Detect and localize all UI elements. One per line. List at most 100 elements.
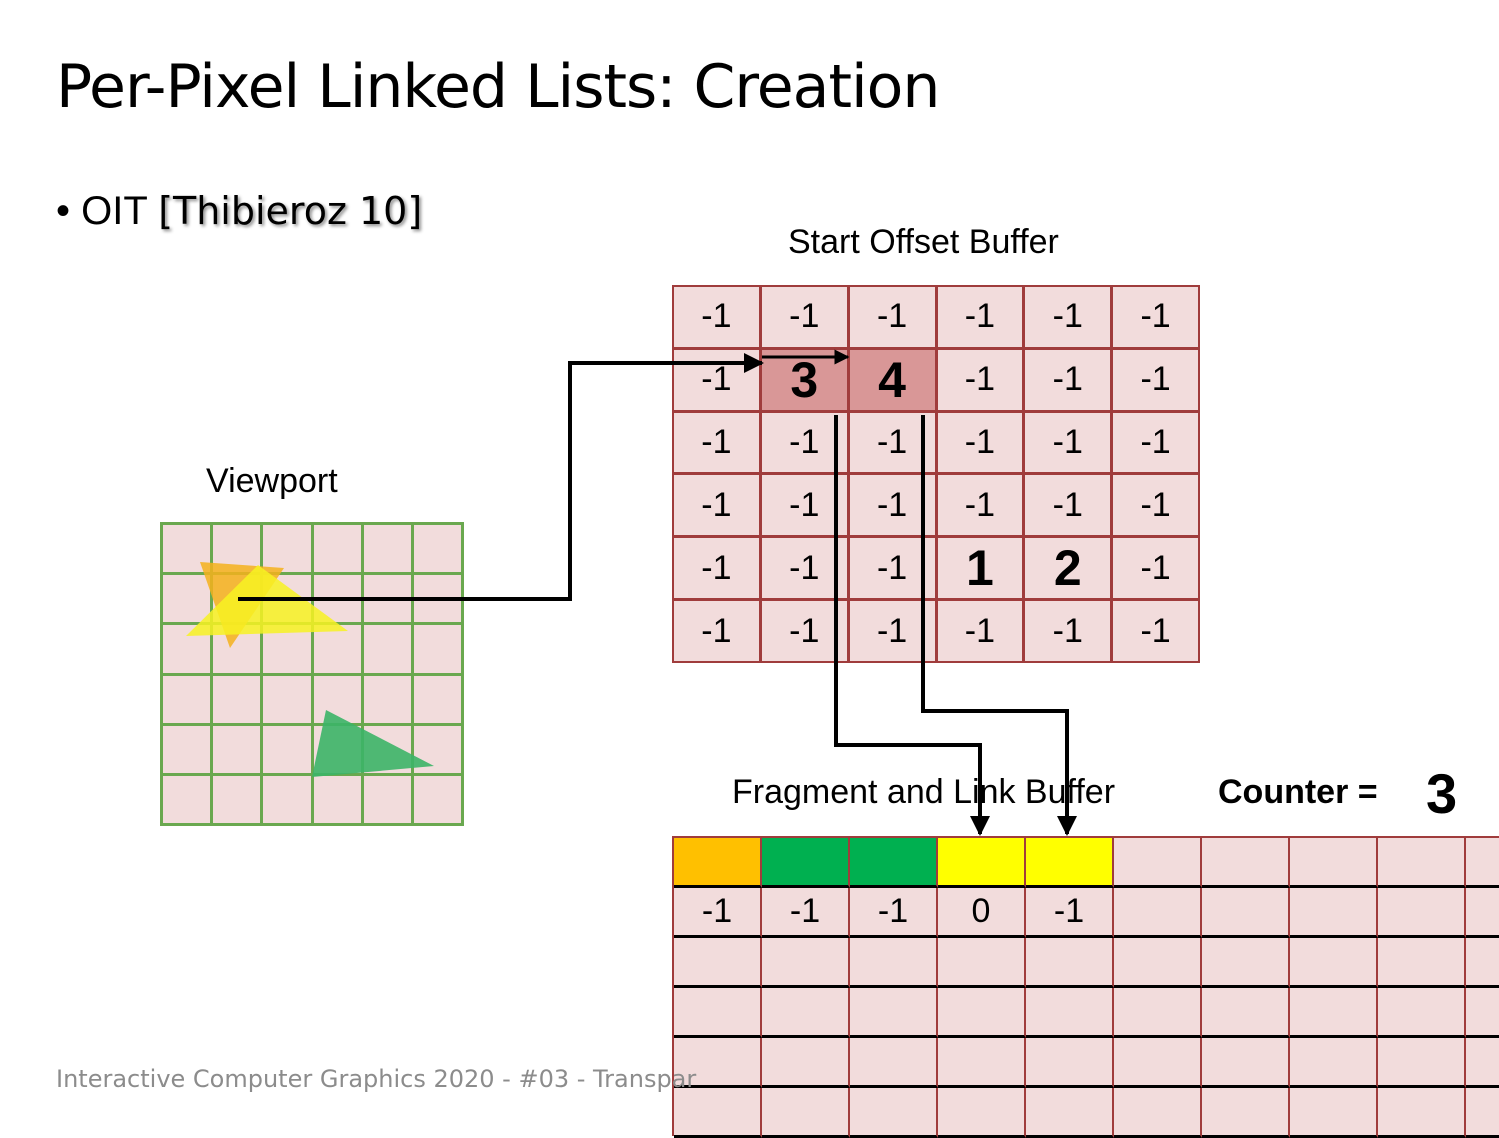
- fragment-color-cell: [1378, 838, 1466, 888]
- counter-label: Counter =: [1218, 773, 1378, 811]
- fragment-color-cell: [762, 838, 850, 888]
- viewport-pixel: [313, 575, 361, 623]
- fragment-empty-cell: [1378, 988, 1466, 1038]
- bullet-item: • OIT [Thibieroz 10]: [56, 189, 423, 233]
- fragment-empty-cell: [1026, 988, 1114, 1038]
- fragment-color-cell: [850, 838, 938, 888]
- offset-cell: -1: [674, 475, 759, 536]
- offset-cell: 1: [937, 538, 1023, 599]
- offset-cell: -1: [849, 475, 935, 536]
- fragment-empty-cell: [1290, 938, 1378, 988]
- fragment-link-cell: -1: [762, 888, 850, 938]
- viewport-pixel: [263, 725, 311, 773]
- viewport-pixel: [163, 625, 211, 673]
- fragment-empty-cell: [1202, 938, 1290, 988]
- fragment-empty-cell: [850, 938, 938, 988]
- fragment-empty-cell: [674, 938, 762, 988]
- counter-value: 3: [1426, 762, 1458, 825]
- viewport-pixel: [213, 625, 261, 673]
- viewport-pixel: [313, 725, 361, 773]
- fragment-empty-cell: [1202, 988, 1290, 1038]
- viewport-pixel: [313, 775, 361, 823]
- fragment-empty-cell: [850, 1088, 938, 1138]
- fragment-empty-cell: [1466, 1088, 1499, 1138]
- offset-cell: -1: [1025, 349, 1111, 410]
- fragment-link-cell: [1114, 888, 1202, 938]
- fragment-empty-cell: [1026, 1088, 1114, 1138]
- viewport-pixel: [163, 725, 211, 773]
- offset-cell: -1: [1113, 475, 1198, 536]
- viewport-label: Viewport: [206, 462, 338, 500]
- fragment-empty-cell: [1026, 1038, 1114, 1088]
- offset-cell: -1: [1113, 287, 1198, 347]
- offset-cell: -1: [761, 287, 847, 347]
- fragment-link-cell: [1202, 888, 1290, 938]
- fragment-empty-cell: [1290, 988, 1378, 1038]
- fragment-empty-cell: [1378, 938, 1466, 988]
- fragment-empty-cell: [674, 1038, 762, 1088]
- fragment-empty-cell: [1290, 1088, 1378, 1138]
- fragment-empty-cell: [1114, 1038, 1202, 1088]
- fragment-empty-cell: [762, 938, 850, 988]
- fragment-empty-cell: [1378, 1088, 1466, 1138]
- viewport-pixel: [263, 575, 311, 623]
- fragment-empty-cell: [674, 1088, 762, 1138]
- offset-cell: -1: [1025, 287, 1111, 347]
- fragment-empty-cell: [1466, 988, 1499, 1038]
- viewport-pixel: [163, 675, 211, 723]
- fragment-empty-cell: [938, 1038, 1026, 1088]
- fragment-empty-cell: [938, 938, 1026, 988]
- offset-cell: -1: [1025, 412, 1111, 473]
- fragment-empty-cell: [1026, 938, 1114, 988]
- offset-cell: -1: [849, 412, 935, 473]
- viewport-pixel: [263, 775, 311, 823]
- fragment-empty-cell: [1466, 938, 1499, 988]
- offset-cell: -1: [761, 601, 847, 661]
- offset-cell: -1: [674, 538, 759, 599]
- viewport-pixel: [413, 675, 461, 723]
- viewport-pixel: [313, 675, 361, 723]
- offset-cell: -1: [761, 412, 847, 473]
- offset-cell: 3: [761, 349, 847, 410]
- fragment-empty-cell: [1202, 1038, 1290, 1088]
- offset-cell: -1: [1025, 475, 1111, 536]
- viewport-pixel: [363, 675, 411, 723]
- viewport-pixel: [263, 525, 311, 573]
- fragment-color-cell: [1290, 838, 1378, 888]
- fragment-link-cell: [1290, 888, 1378, 938]
- fragment-link-cell: 0: [938, 888, 1026, 938]
- viewport-pixel: [213, 525, 261, 573]
- viewport-pixel: [413, 575, 461, 623]
- viewport-pixel: [163, 575, 211, 623]
- fragment-empty-cell: [1114, 938, 1202, 988]
- fragment-empty-cell: [1114, 988, 1202, 1038]
- offset-cell: -1: [937, 601, 1023, 661]
- viewport-grid: [160, 522, 464, 826]
- fragment-color-cell: [1026, 838, 1114, 888]
- fragment-link-cell: -1: [674, 888, 762, 938]
- fragment-empty-cell: [1466, 1038, 1499, 1088]
- fragment-empty-cell: [1378, 1038, 1466, 1088]
- fragment-empty-cell: [762, 1088, 850, 1138]
- viewport-pixel: [363, 525, 411, 573]
- offset-cell: -1: [849, 538, 935, 599]
- offset-cell: -1: [937, 412, 1023, 473]
- offset-cell: -1: [674, 287, 759, 347]
- footer: Interactive Computer Graphics 2020 - #03…: [56, 1065, 697, 1093]
- fragment-color-cell: [938, 838, 1026, 888]
- fragment-empty-cell: [674, 988, 762, 1038]
- page-title: Per-Pixel Linked Lists: Creation: [56, 52, 940, 122]
- fragment-color-cell: [1466, 838, 1499, 888]
- offset-cell: -1: [674, 349, 759, 410]
- offset-cell: -1: [761, 475, 847, 536]
- viewport-pixel: [313, 625, 361, 673]
- fragment-link-cell: [1466, 888, 1499, 938]
- offset-cell: -1: [674, 601, 759, 661]
- viewport-pixel: [363, 575, 411, 623]
- bullet-text: OIT: [81, 189, 148, 233]
- fragment-color-cell: [1202, 838, 1290, 888]
- viewport-pixel: [213, 775, 261, 823]
- fragment-empty-cell: [762, 988, 850, 1038]
